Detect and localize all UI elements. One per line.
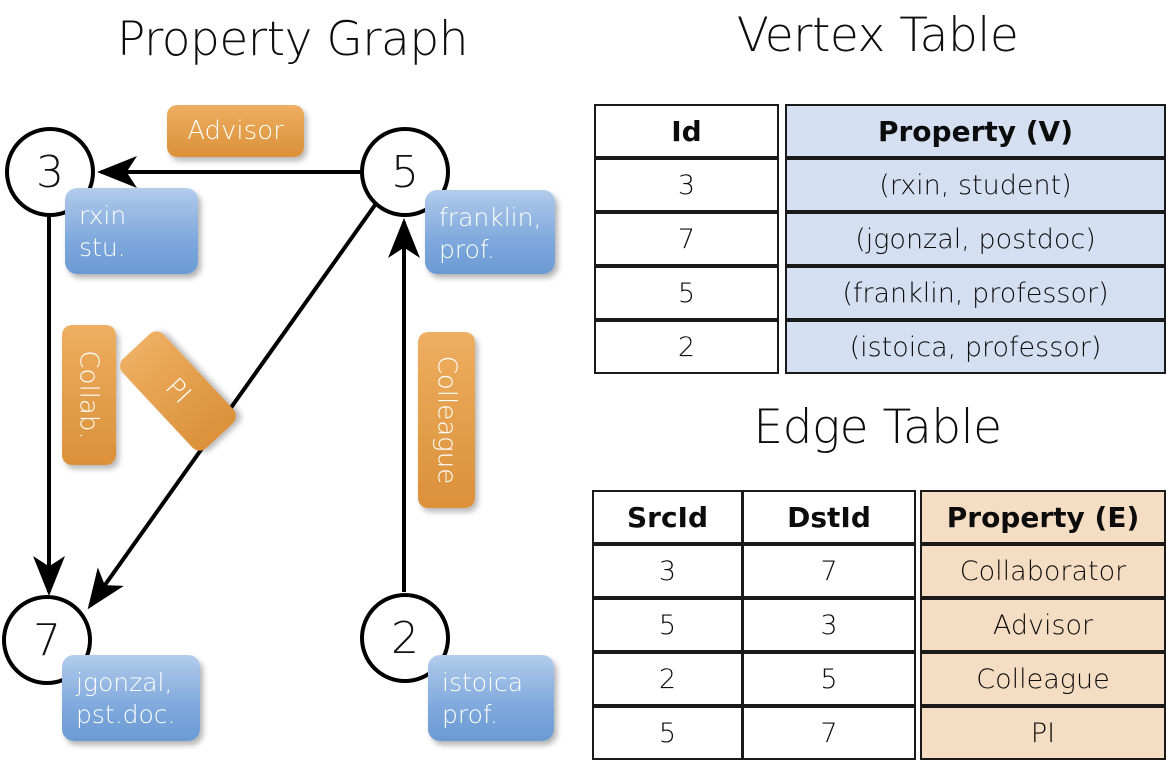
- vertex-property-line: jgonzal,: [76, 668, 173, 697]
- vertex-property-line: franklin,: [439, 203, 542, 232]
- table-row: Advisor: [920, 598, 1166, 652]
- property-graph-diagram: 3 5 7 2 rxin stu. franklin, prof. jgonza…: [2, 105, 555, 741]
- edge-label-box-colleague: Colleague: [418, 332, 475, 508]
- edge-table-header-srcid: SrcId: [592, 490, 743, 544]
- edge-table-srcid-column: SrcId 3 5 2 5: [592, 490, 743, 760]
- page-title-edge-table: Edge Table: [753, 400, 1002, 455]
- vertex-property-box-franklin: franklin, prof.: [425, 190, 555, 274]
- table-row: 7: [594, 212, 779, 266]
- table-row: 3: [592, 544, 743, 598]
- table-row: 5: [594, 266, 779, 320]
- table-row: 7: [742, 706, 916, 760]
- vertex-id-cell: 5: [594, 266, 779, 320]
- vertex-id-cell: 7: [594, 212, 779, 266]
- edge-dstid-cell: 7: [742, 706, 916, 760]
- vertex-property-cell: (istoica, professor): [785, 320, 1166, 374]
- table-header-row: Property (E): [920, 490, 1166, 544]
- edge-line-5-to-7: [87, 203, 377, 610]
- vertex-property-line: prof.: [439, 235, 495, 264]
- edge-table-header-dstid: DstId: [742, 490, 916, 544]
- table-header-row: Id: [594, 104, 779, 158]
- table-row: Colleague: [920, 652, 1166, 706]
- vertex-table-id-column: Id 3 7 5 2: [594, 104, 779, 374]
- edge-property-cell: PI: [920, 706, 1166, 760]
- edge-label-text: Colleague: [431, 355, 462, 485]
- graph-node-5[interactable]: 5: [360, 127, 450, 217]
- vertex-property-box-rxin: rxin stu.: [65, 188, 198, 274]
- vertex-property-cell: (rxin, student): [785, 158, 1166, 212]
- vertex-property-box-istoica: istoica prof.: [428, 655, 554, 741]
- page-title-vertex-table: Vertex Table: [736, 8, 1019, 63]
- edge-srcid-cell: 3: [592, 544, 743, 598]
- graph-node-2[interactable]: 2: [360, 593, 450, 683]
- edge-srcid-cell: 2: [592, 652, 743, 706]
- vertex-table-header-property: Property (V): [785, 104, 1166, 158]
- vertex-property-line: pst.doc.: [76, 700, 176, 729]
- table-row: 2: [594, 320, 779, 374]
- vertex-property-cell: (jgonzal, postdoc): [785, 212, 1166, 266]
- edge-srcid-cell: 5: [592, 706, 743, 760]
- graph-edge-lines: [33, 156, 420, 610]
- vertex-property-cell: (franklin, professor): [785, 266, 1166, 320]
- edge-table-dstid-column: DstId 7 3 5 7: [742, 490, 916, 760]
- vertex-property-box-jgonzal: jgonzal, pst.doc.: [62, 655, 200, 741]
- table-row: 5: [592, 706, 743, 760]
- table-row: 3: [742, 598, 916, 652]
- table-row: 7: [742, 544, 916, 598]
- edge-label-box-advisor: Advisor: [167, 105, 304, 157]
- vertex-property-line: prof.: [442, 700, 498, 729]
- edge-label-text: PI: [159, 372, 197, 410]
- edge-table-property-column: Property (E) Collaborator Advisor Collea…: [920, 490, 1166, 760]
- vertex-property-line: istoica: [442, 668, 524, 697]
- table-row: 3: [594, 158, 779, 212]
- table-row: (jgonzal, postdoc): [785, 212, 1166, 266]
- table-row: (rxin, student): [785, 158, 1166, 212]
- vertex-id-cell: 3: [594, 158, 779, 212]
- table-header-row: DstId: [742, 490, 916, 544]
- edge-dstid-cell: 3: [742, 598, 916, 652]
- table-row: 5: [742, 652, 916, 706]
- table-header-row: Property (V): [785, 104, 1166, 158]
- edge-label-text: Advisor: [187, 116, 284, 146]
- table-header-row: SrcId: [592, 490, 743, 544]
- edge-label-text: Collab.: [74, 350, 104, 440]
- edge-property-cell: Advisor: [920, 598, 1166, 652]
- edge-srcid-cell: 5: [592, 598, 743, 652]
- vertex-table-header-id: Id: [594, 104, 779, 158]
- page-title-property-graph: Property Graph: [117, 12, 469, 67]
- edge-dstid-cell: 7: [742, 544, 916, 598]
- table-row: PI: [920, 706, 1166, 760]
- edge-dstid-cell: 5: [742, 652, 916, 706]
- table-row: 2: [592, 652, 743, 706]
- vertex-table-property-column: Property (V) (rxin, student) (jgonzal, p…: [785, 104, 1166, 374]
- vertex-id-cell: 2: [594, 320, 779, 374]
- edge-table-header-property: Property (E): [920, 490, 1166, 544]
- table-row: (istoica, professor): [785, 320, 1166, 374]
- edge-property-cell: Colleague: [920, 652, 1166, 706]
- table-row: 5: [592, 598, 743, 652]
- vertex-property-line: stu.: [79, 233, 126, 262]
- table-row: (franklin, professor): [785, 266, 1166, 320]
- vertex-property-line: rxin: [79, 201, 127, 230]
- table-row: Collaborator: [920, 544, 1166, 598]
- edge-property-cell: Collaborator: [920, 544, 1166, 598]
- edge-label-box-collab: Collab.: [62, 325, 116, 465]
